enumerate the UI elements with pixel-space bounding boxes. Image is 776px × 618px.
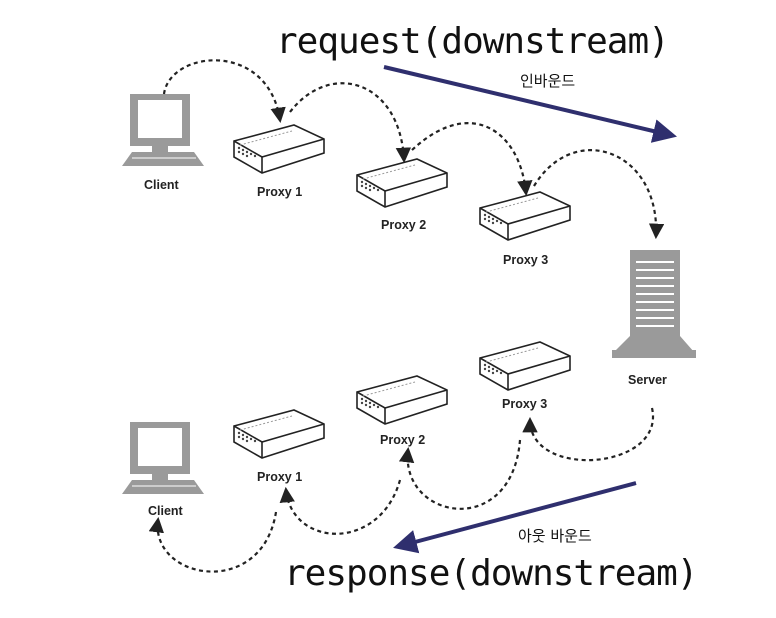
proxy3-top-icon xyxy=(479,191,571,241)
proxy1-top-label: Proxy 1 xyxy=(257,185,302,199)
proxy2-top-label: Proxy 2 xyxy=(381,218,426,232)
client-top-label: Client xyxy=(144,178,180,192)
server-label: Server xyxy=(628,373,667,387)
request-title: request(downstream) xyxy=(276,21,669,62)
server-icon xyxy=(612,250,696,358)
response-title: response(downstream) xyxy=(284,553,697,594)
proxy1-bottom-icon xyxy=(233,409,325,459)
proxy1-bottom-label: Proxy 1 xyxy=(257,470,302,484)
proxy3-top-label: Proxy 3 xyxy=(503,253,548,267)
client-top-icon xyxy=(121,93,205,167)
client-bottom-icon-placed xyxy=(121,421,205,495)
proxy3-bottom-icon xyxy=(479,341,571,391)
proxy1-top-icon xyxy=(233,124,325,174)
client-bottom-label: Client xyxy=(148,504,184,518)
proxy2-top-icon xyxy=(356,158,448,208)
proxy3-bottom-label: Proxy 3 xyxy=(502,397,547,411)
inbound-label: 인바운드 xyxy=(520,72,575,90)
proxy2-bottom-icon xyxy=(356,375,448,425)
request-path xyxy=(162,59,665,240)
response-path xyxy=(148,407,655,573)
inbound-arrow xyxy=(383,65,678,143)
outbound-arrow xyxy=(393,481,637,554)
outbound-label: 아웃 바운드 xyxy=(518,527,592,545)
proxy2-bottom-label: Proxy 2 xyxy=(380,433,425,447)
